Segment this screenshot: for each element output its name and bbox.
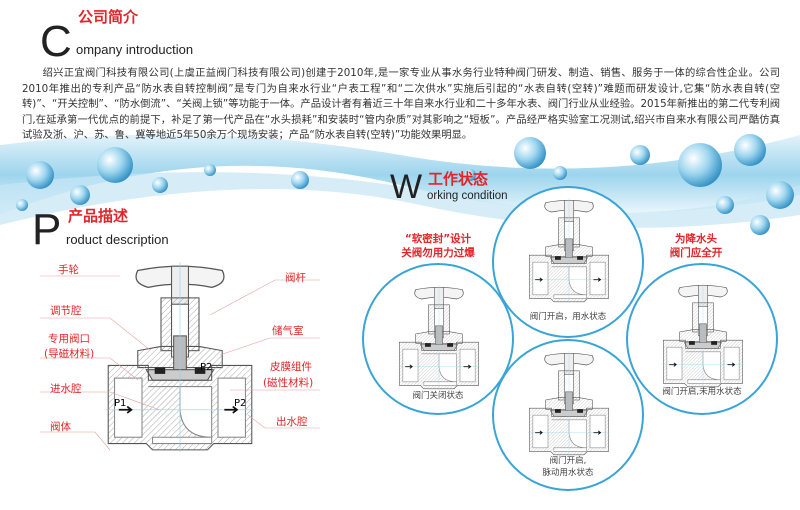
label-air-chamber: 储气室 — [272, 325, 304, 337]
state-open-pulse-caption: 阀门开启, 脉动用水状态 — [508, 454, 628, 478]
working-initial: W — [390, 168, 423, 206]
state-open-idle: 阀门开启,未用水状态 — [626, 263, 778, 415]
state-closed-caption: 阀门关闭状态 — [412, 391, 464, 401]
label-valve-port-material: (导磁材料) — [44, 348, 95, 360]
label-leader-lines — [40, 275, 320, 451]
product-title-cn: 产品描述 — [68, 207, 129, 225]
working-title-en: orking condition — [427, 190, 508, 202]
state-open-using: 阀门开启，用水状态 — [492, 186, 644, 338]
company-title-cn: 公司简介 — [78, 8, 139, 26]
label-handwheel: 手轮 — [58, 264, 79, 276]
working-title-cn: 工作状态 — [428, 170, 489, 188]
product-initial: P — [32, 205, 62, 254]
label-inlet-chamber: 进水腔 — [50, 383, 82, 395]
note-soft-seal: “软密封”设计 关阀勿用力过爆 — [378, 232, 498, 260]
label-diaphragm: 皮膜组件 — [270, 361, 312, 373]
note-full-open: 为降水头 阀门应全开 — [636, 232, 756, 260]
state-open-idle-caption: 阀门开启,未用水状态 — [662, 387, 742, 397]
state-open-using-caption: 阀门开启，用水状态 — [529, 312, 607, 322]
valve-open-using-diagram — [528, 198, 610, 303]
company-title-en: ompany introduction — [76, 42, 194, 57]
label-outlet-chamber: 出水腔 — [276, 416, 308, 428]
note-soft-seal-line1: “软密封”设计 — [404, 233, 472, 245]
label-valve-port: 专用阀口 — [48, 333, 90, 345]
state-open-pulse: 阀门开启, 脉动用水状态 — [492, 339, 644, 491]
note-soft-seal-line2: 关阀勿用力过爆 — [401, 247, 475, 259]
label-diaphragm-material: (磁性材料) — [263, 377, 314, 389]
note-full-open-line1: 为降水头 — [675, 233, 717, 245]
company-intro-paragraph: 绍兴正宜阀门科技有限公司(上虞正益阀门科技有限公司)创建于2010年,是一家专业… — [22, 67, 780, 142]
product-title-en: roduct description — [66, 232, 169, 247]
state-open-pulse-caption-line2: 脉动用水状态 — [542, 468, 594, 478]
company-initial: C — [40, 17, 72, 66]
valve-open-pulse-diagram — [528, 351, 610, 456]
valve-open-idle-diagram — [662, 283, 744, 388]
label-valve-body: 阀体 — [50, 421, 71, 433]
note-full-open-line2: 阀门应全开 — [669, 247, 723, 259]
label-valve-stem: 阀杆 — [285, 272, 306, 284]
pressure-p2-chamber: P2 — [200, 362, 213, 373]
pressure-p2-outlet: P2 — [234, 398, 247, 409]
valve-closed-diagram — [398, 285, 480, 390]
state-closed: 阀门关闭状态 — [362, 263, 514, 415]
pressure-p1: P1 — [114, 398, 127, 409]
label-adjust-chamber: 调节腔 — [50, 305, 82, 317]
state-open-pulse-caption-line1: 阀门开启, — [549, 456, 587, 466]
